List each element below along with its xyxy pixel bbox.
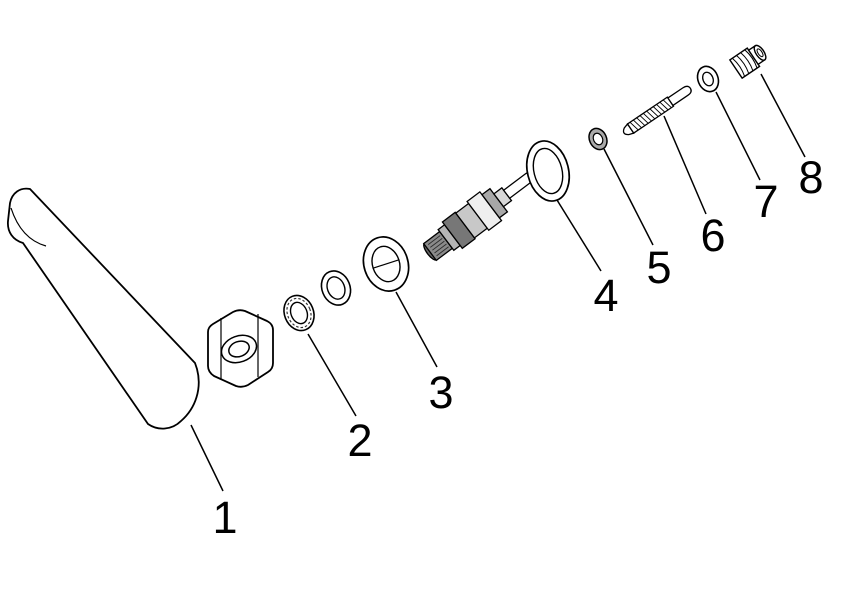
leader-line-6 [663,115,707,215]
part-small-ring [588,127,608,151]
leader-lines [190,73,806,492]
part-label-6: 6 [700,210,725,261]
part-oval-washer [525,140,571,202]
part-threaded-plug [728,44,767,80]
part-label-3: 3 [428,367,453,418]
leader-line-2 [307,333,357,417]
part-bonnet-nut [207,309,274,388]
part-labels: 1 2 3 4 5 6 7 8 [212,152,823,543]
part-small-washer [696,65,720,93]
part-valve-cartridge [422,171,535,262]
leader-line-8 [760,73,806,158]
leader-line-5 [603,148,654,246]
part-label-8: 8 [798,152,823,203]
leader-line-1 [190,424,224,492]
part-label-7: 7 [753,176,778,227]
part-label-5: 5 [646,242,671,293]
part-label-1: 1 [212,492,237,543]
part-label-2: 2 [347,415,372,466]
spline-teeth [427,235,449,257]
part-knurled-ring [283,294,315,332]
part-flat-washer [320,270,352,306]
leader-line-4 [556,199,602,272]
part-split-washer [362,236,410,292]
leader-line-7 [715,91,761,181]
part-label-4: 4 [593,270,618,321]
part-threaded-stem [622,85,692,136]
leader-line-3 [395,291,438,368]
plug-thread-lines [732,49,758,77]
part-lever-handle [7,187,200,430]
thread-lines [629,99,672,131]
